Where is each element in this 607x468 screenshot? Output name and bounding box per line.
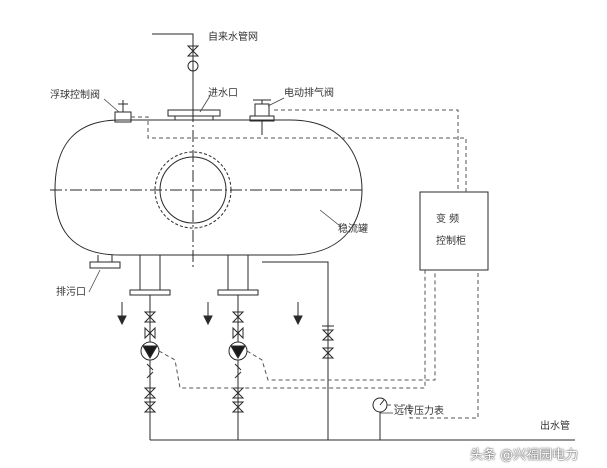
- flow-arrow-1: [117, 315, 127, 326]
- label-pressure-gauge: 远传压力表: [394, 406, 444, 417]
- label-float-valve: 浮球控制阀: [50, 90, 100, 101]
- inlet-float: [187, 60, 199, 72]
- label-drain: 排污口: [56, 287, 86, 298]
- inlet-pipe: [152, 33, 194, 110]
- label-inlet: 进水口: [208, 88, 238, 99]
- label-cabinet-line1: 变 频: [436, 214, 460, 225]
- pump2-flange: [217, 289, 259, 296]
- label-city-water: 自来水管网: [208, 32, 258, 43]
- flow-arrow-3: [293, 315, 303, 326]
- pump2-check-valve: [232, 326, 244, 340]
- watermark-text: 头条 @兴福园电力: [470, 448, 579, 463]
- drain-flange: [89, 261, 121, 269]
- pump1-check-valve: [144, 326, 156, 340]
- flow-arrow-2: [203, 315, 213, 326]
- stabilizer-tank: [54, 119, 363, 256]
- inlet-flange: [167, 109, 221, 117]
- label-outlet: 出水管: [540, 421, 570, 432]
- inlet-flange-neck: [174, 115, 214, 121]
- signal-pressure-gauge: [387, 270, 479, 419]
- signal-pump2: [246, 270, 436, 381]
- manhole-inner: [159, 156, 227, 224]
- inlet-valve: [186, 45, 200, 57]
- label-cabinet-line2: 控制柜: [436, 236, 466, 247]
- signal-air-valve: [274, 109, 459, 192]
- label-tank: 稳流罐: [338, 224, 368, 235]
- air-valve-body: [254, 103, 270, 117]
- manhole-outer: [154, 151, 232, 229]
- pump1-flange: [129, 289, 171, 296]
- pump2-valve-top: [231, 311, 245, 323]
- pump1-valve-bottom: [143, 387, 157, 399]
- bypass-pipe: [262, 261, 329, 440]
- pump1-valve-top: [143, 311, 157, 323]
- vfd-cabinet: [419, 191, 489, 271]
- signal-float-valve: [131, 116, 467, 192]
- signal-pump1: [158, 270, 426, 389]
- label-air-valve: 电动排气阀: [284, 88, 334, 99]
